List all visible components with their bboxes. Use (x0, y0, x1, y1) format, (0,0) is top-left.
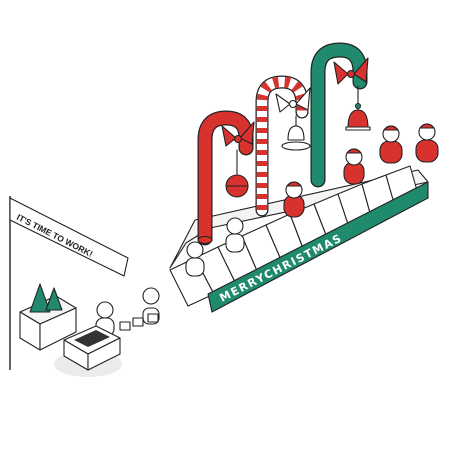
santa-figure-4 (415, 123, 439, 163)
banner-side (207, 181, 429, 313)
santa-figure-2 (343, 148, 365, 185)
small-step-blocks (119, 313, 159, 331)
christmas-bell-white-icon (281, 115, 311, 151)
candy-cane-green (310, 42, 368, 188)
candy-cane-striped (255, 75, 309, 217)
christmas-tree-icon (29, 283, 63, 313)
ribbon-bow-red-2 (333, 57, 369, 85)
santa-figure-3 (379, 125, 403, 164)
worker-figure-2 (185, 241, 205, 277)
locker-box (54, 325, 122, 377)
candy-cane-red (197, 110, 254, 246)
christmas-bauble-icon (225, 149, 249, 198)
worker-figure-1 (225, 217, 245, 253)
christmas-bell-red-icon (345, 85, 371, 131)
ribbon-bow-red-1 (221, 121, 255, 147)
santa-figure-1 (283, 181, 305, 218)
ribbon-bow-white (275, 87, 311, 113)
